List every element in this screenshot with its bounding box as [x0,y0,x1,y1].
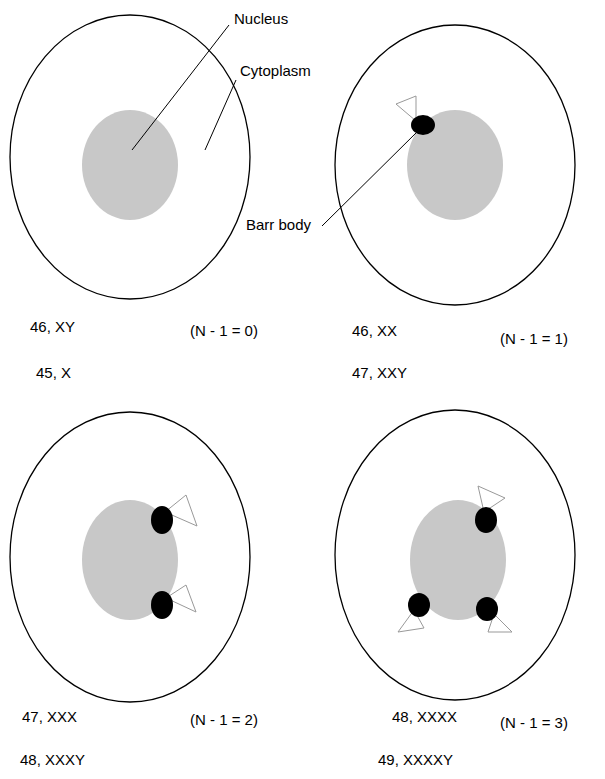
ratio-label: (N - 1 = 1) [500,330,568,348]
karyotype-label: 46, XY [30,318,75,336]
callout-label: Barr body [246,216,311,234]
karyotype-label: 47, XXY [352,364,407,382]
barr-body [411,115,435,135]
leader-line [205,80,236,150]
ratio-label: (N - 1 = 2) [190,711,258,729]
karyotype-label: 48, XXXX [392,708,457,726]
leader-line [322,131,418,226]
callout-label: Nucleus [234,10,288,28]
karyotype-label: 46, XX [352,322,397,340]
cell-outline [10,412,250,702]
cell-outline [10,15,250,299]
barr-body [476,597,498,621]
karyotype-label: 49, XXXXY [378,751,453,769]
karyotype-label: 45, X [36,364,71,382]
nucleus [82,110,178,220]
leader-line [132,25,229,150]
barr-body [151,506,173,534]
karyotype-label: 48, XXXY [20,751,85,769]
cell-outline [335,410,575,700]
chromosome-wedge [396,96,416,121]
barr-body [408,593,430,617]
ratio-label: (N - 1 = 3) [500,714,568,732]
nucleus [407,110,503,220]
ratio-label: (N - 1 = 0) [190,322,258,340]
nucleus [82,500,178,620]
barr-body [151,591,173,619]
callout-label: Cytoplasm [240,62,311,80]
barr-body [475,507,497,533]
karyotype-label: 47, XXX [22,708,77,726]
cell-outline [335,25,575,305]
